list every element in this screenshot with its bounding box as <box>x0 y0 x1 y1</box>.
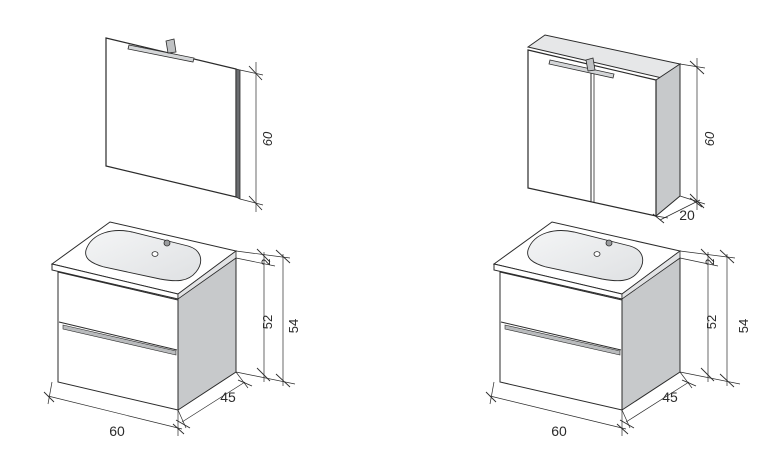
left-mirror <box>105 37 241 200</box>
right-vanity <box>492 221 682 411</box>
left-top-thickness-label: 2 <box>259 258 273 265</box>
cabinet-lamp-mount <box>585 57 596 72</box>
drain-icon <box>151 251 159 257</box>
drawer-handle <box>62 324 177 356</box>
right-width-label: 60 <box>551 423 567 439</box>
left-vanity-height-dims: 2 52 54 <box>235 248 301 388</box>
drawer-handle <box>504 324 621 356</box>
right-vanity-width-dim: 60 <box>485 381 629 439</box>
lamp-mount <box>165 38 177 54</box>
right-vanity-depth-dim: 45 <box>619 371 697 429</box>
mirror-edge <box>235 68 241 200</box>
right-cabinet-depth-label: 20 <box>679 207 695 223</box>
left-mirror-height-label: 60 <box>260 131 275 146</box>
mirror-lamp <box>127 44 195 63</box>
right-mirror-cabinet <box>526 34 682 218</box>
left-vanity-depth-dim: 45 <box>175 371 253 429</box>
right-cabinet-height-dim: 60 <box>679 58 717 210</box>
mirror-panel <box>105 37 237 198</box>
basin <box>527 230 644 282</box>
right-depth-label: 45 <box>662 389 678 405</box>
right-total-height-label: 54 <box>736 319 751 333</box>
right-set: 60 20 <box>485 34 751 439</box>
left-vanity-width-dim: 60 <box>43 381 185 439</box>
left-width-label: 60 <box>109 423 125 439</box>
left-depth-label: 45 <box>220 389 236 405</box>
tap-hole-icon <box>163 239 171 247</box>
right-cabinet-depth-dim: 20 <box>652 197 703 224</box>
right-top-thickness-label: 2 <box>703 258 717 265</box>
left-vanity <box>50 221 238 411</box>
tap-hole-icon <box>605 239 613 247</box>
left-cabinet-height-label: 52 <box>260 315 275 329</box>
left-set: 60 <box>43 37 301 439</box>
right-cabinet-height-label: 60 <box>702 131 717 146</box>
cabinet-front <box>527 49 657 217</box>
left-total-height-label: 54 <box>286 319 301 333</box>
basin <box>85 230 202 282</box>
left-mirror-height-dim: 60 <box>239 62 275 212</box>
right-cabinet-height-label2: 52 <box>704 315 719 329</box>
right-vanity-height-dims: 2 52 54 <box>679 248 751 388</box>
cabinet-side <box>655 63 681 218</box>
drain-icon <box>593 251 601 257</box>
